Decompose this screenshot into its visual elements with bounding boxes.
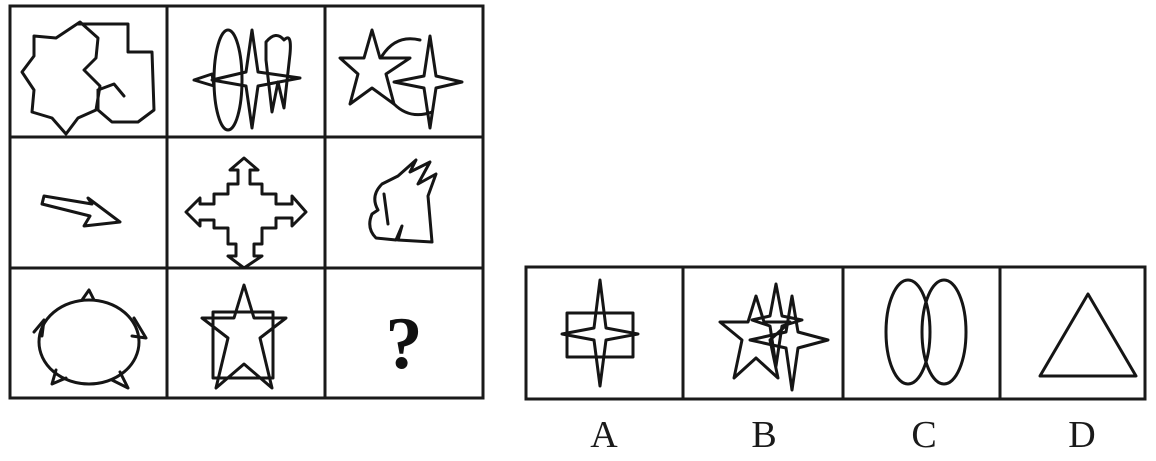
cell-r2c2-shape xyxy=(186,158,306,268)
cell-r3c1-shape xyxy=(34,290,146,388)
cell-r1c3-shape xyxy=(340,30,462,128)
option-d-label: D xyxy=(1052,416,1112,454)
option-a-label: A xyxy=(574,416,634,454)
cell-r1c1-shape xyxy=(22,22,154,134)
option-d-shape[interactable] xyxy=(1040,294,1136,376)
cell-r3c2-shape xyxy=(202,285,286,388)
option-b-shape[interactable] xyxy=(720,284,828,390)
options-frame xyxy=(526,267,1145,399)
option-c-label: C xyxy=(894,416,954,454)
option-a-shape[interactable] xyxy=(562,280,638,386)
option-b-label: B xyxy=(734,416,794,454)
cell-r1c2-shape xyxy=(194,30,300,130)
option-c-shape[interactable] xyxy=(886,280,966,384)
cell-r2c3-shape xyxy=(370,160,436,242)
question-mark: ? xyxy=(386,303,423,385)
cell-r2c1-shape xyxy=(42,196,120,226)
